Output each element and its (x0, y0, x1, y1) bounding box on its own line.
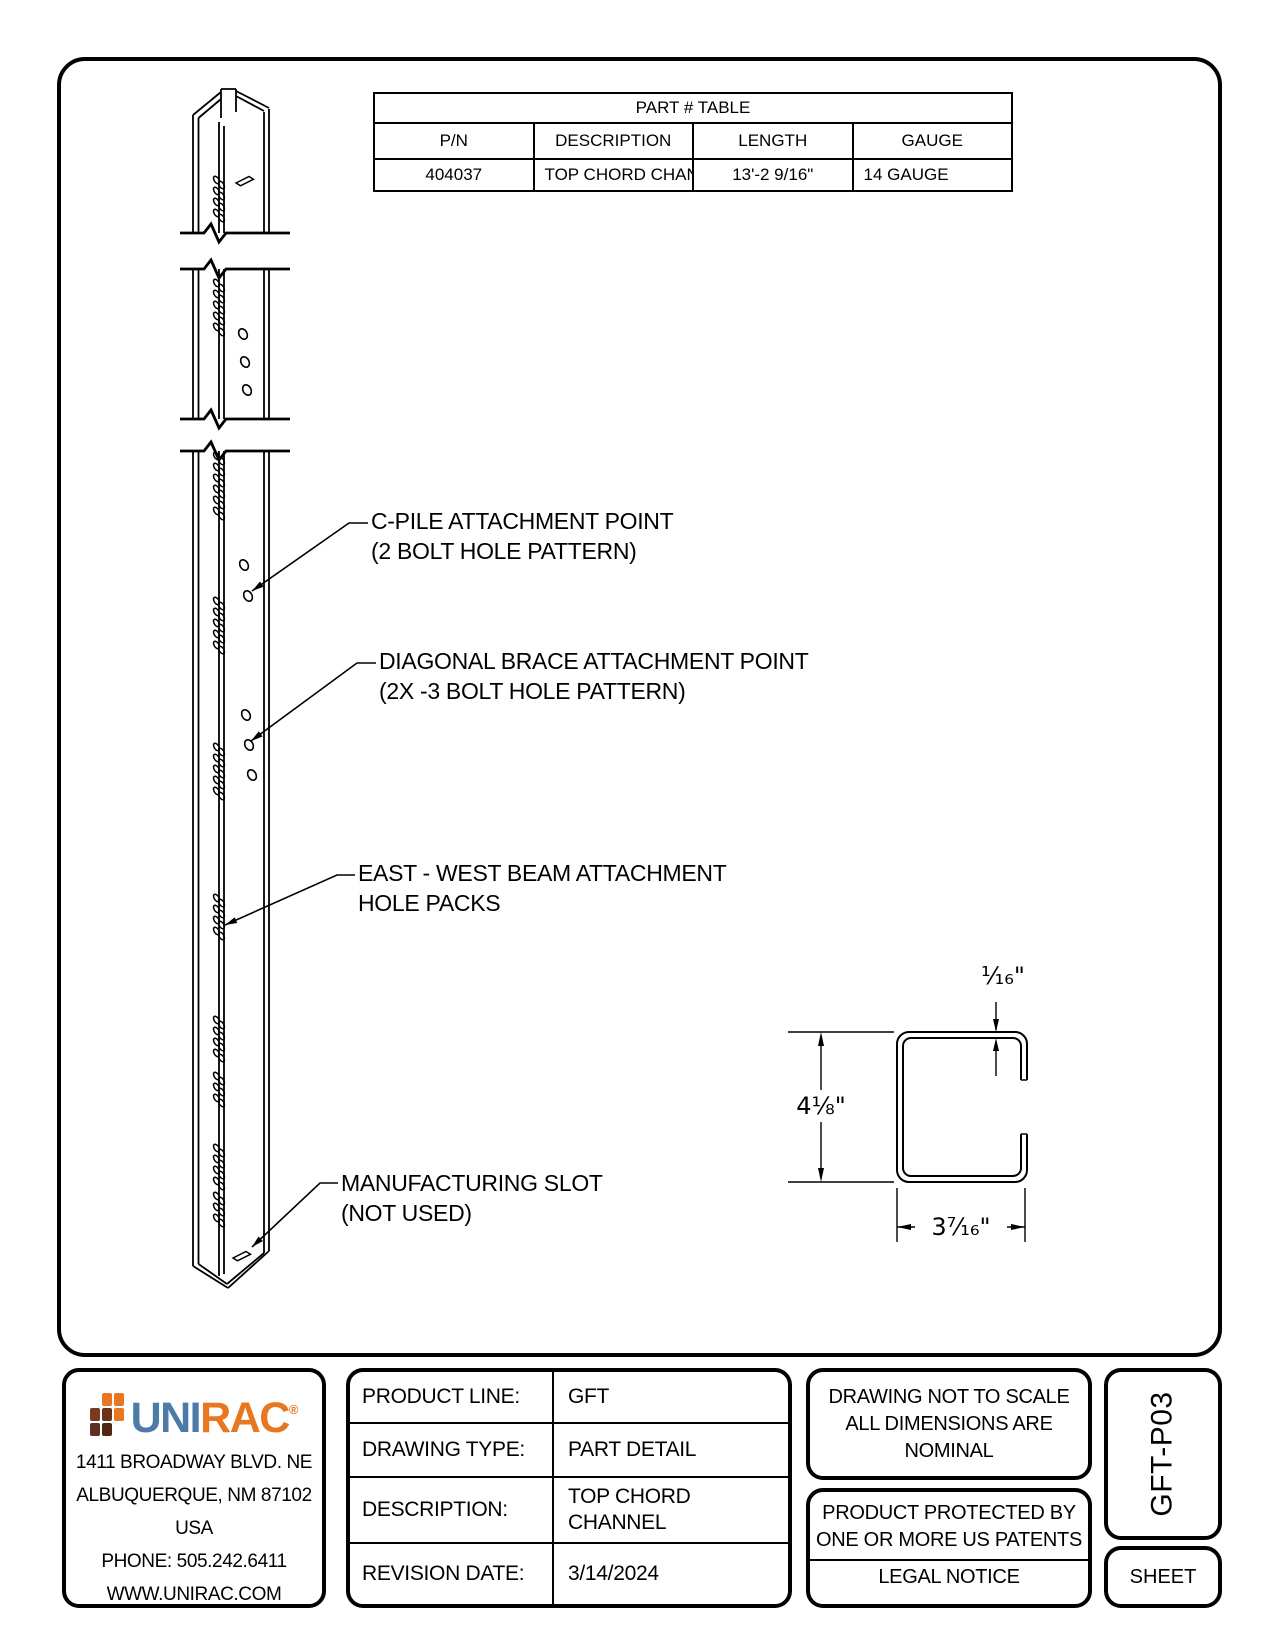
drawing-fields-box: PRODUCT LINE: GFT DRAWING TYPE: PART DET… (346, 1368, 792, 1608)
address-line2: ALBUQUERQUE, NM 87102 USA (76, 1485, 312, 1539)
description-label: DESCRIPTION: (350, 1478, 554, 1542)
company-info-box: UNIRAC® 1411 BROADWAY BLVD. NE ALBUQUERQ… (62, 1368, 326, 1608)
table-row: 404037 TOP CHORD CHANNEL 20/30 LF 13'-2 … (373, 158, 1013, 192)
channel-bottom-cap (192, 1250, 270, 1289)
manufacturing-slots (231, 175, 256, 1262)
company-website: WWW.UNIRAC.COM (106, 1584, 282, 1605)
col-header-gauge: GAUGE (851, 122, 1013, 160)
callout-east-west: EAST - WEST BEAM ATTACHMENT HOLE PACKS (358, 858, 727, 918)
dim-thickness: ¹⁄₁₆" (968, 962, 1038, 990)
diagonal-brace-leader (250, 662, 376, 742)
patent-note-box: PRODUCT PROTECTED BY ONE OR MORE US PATE… (806, 1488, 1092, 1608)
callout-east-west-line2: HOLE PACKS (358, 890, 501, 916)
scale-note-box: DRAWING NOT TO SCALE ALL DIMENSIONS ARE … (806, 1368, 1092, 1480)
callout-east-west-line1: EAST - WEST BEAM ATTACHMENT (358, 860, 727, 886)
callout-mfg-slot-line1: MANUFACTURING SLOT (341, 1170, 603, 1196)
col-header-pn: P/N (373, 122, 535, 160)
cell-description: TOP CHORD CHANNEL 20/30 LF (532, 158, 694, 192)
part-number-table: PART # TABLE P/N DESCRIPTION LENGTH GAUG… (373, 92, 1013, 192)
scale-note-line1: DRAWING NOT TO SCALE (828, 1385, 1070, 1408)
field-row-revision-date: REVISION DATE: 3/14/2024 (350, 1544, 788, 1604)
drawing-area-border (57, 57, 1222, 1357)
unirac-logo: UNIRAC® (89, 1387, 299, 1441)
callout-diagonal-brace: DIAGONAL BRACE ATTACHMENT POINT (2X -3 B… (379, 646, 809, 706)
drawing-type-label: DRAWING TYPE: (350, 1424, 554, 1476)
callout-mfg-slot: MANUFACTURING SLOT (NOT USED) (341, 1168, 603, 1228)
east-west-leader (224, 874, 355, 926)
part-table-title: PART # TABLE (373, 92, 1013, 124)
revision-date-value: 3/14/2024 (568, 1562, 659, 1585)
callout-c-pile-line1: C-PILE ATTACHMENT POINT (371, 508, 674, 534)
col-header-length: LENGTH (692, 122, 854, 160)
cell-gauge: 14 GAUGE (851, 158, 1013, 192)
callout-leaders (224, 522, 376, 1248)
channel-edges (192, 88, 270, 1289)
doc-number-box: GFT-P03 (1104, 1368, 1222, 1540)
cell-pn: 404037 (373, 158, 535, 192)
break-lines (180, 221, 290, 463)
patent-note-line1: PRODUCT PROTECTED BY (822, 1502, 1076, 1524)
scale-note-line2: ALL DIMENSIONS ARE (845, 1412, 1053, 1435)
product-line-label: PRODUCT LINE: (350, 1372, 554, 1422)
logo-uni: UNI (130, 1394, 202, 1442)
callout-diagonal-line1: DIAGONAL BRACE ATTACHMENT POINT (379, 648, 809, 674)
field-row-drawing-type: DRAWING TYPE: PART DETAIL (350, 1424, 788, 1478)
logo-rac: RAC (200, 1394, 290, 1442)
callout-c-pile: C-PILE ATTACHMENT POINT (2 BOLT HOLE PAT… (371, 506, 674, 566)
registered-mark: ® (288, 1402, 299, 1417)
channel-top-cap (192, 88, 270, 119)
mfg-slot-leader (251, 1182, 338, 1248)
drawing-type-value: PART DETAIL (568, 1438, 697, 1461)
callout-mfg-slot-line2: (NOT USED) (341, 1200, 472, 1226)
patent-note-line2: ONE OR MORE US PATENTS (815, 1529, 1083, 1551)
revision-date-label: REVISION DATE: (350, 1544, 554, 1604)
cross-section-profile (896, 1031, 1028, 1183)
dim-height: 4⅛" (779, 1092, 863, 1120)
logo-wordmark: UNIRAC® (131, 1387, 299, 1441)
c-pile-leader (251, 522, 368, 592)
address-line1: 1411 BROADWAY BLVD. NE (75, 1452, 313, 1473)
description-value: TOP CHORD CHANNEL (568, 1485, 691, 1534)
cell-length: 13'-2 9/16" (692, 158, 854, 192)
face-bolt-holes (236, 326, 259, 783)
company-phone: PHONE: 505.242.6411 (101, 1551, 287, 1572)
company-address: 1411 BROADWAY BLVD. NE ALBUQUERQUE, NM 8… (66, 1446, 322, 1605)
callout-c-pile-line2: (2 BOLT HOLE PATTERN) (371, 538, 637, 564)
sheet-label: SHEET (1129, 1565, 1197, 1588)
doc-number: GFT-P03 (1146, 1391, 1180, 1517)
unirac-grid-icon (89, 1392, 124, 1436)
field-row-product-line: PRODUCT LINE: GFT (350, 1372, 788, 1424)
sheet-label-box: SHEET (1104, 1546, 1222, 1608)
dimension-arrowheads (818, 1019, 1025, 1230)
legal-notice-link[interactable]: LEGAL NOTICE (878, 1566, 1020, 1588)
callout-diagonal-line2: (2X -3 BOLT HOLE PATTERN) (379, 678, 686, 704)
product-line-value: GFT (568, 1385, 610, 1408)
field-row-description: DESCRIPTION: TOP CHORD CHANNEL (350, 1478, 788, 1544)
leader-arrowheads (225, 581, 264, 1247)
col-header-description: DESCRIPTION (532, 122, 694, 160)
scale-note-line3: NOMINAL (904, 1439, 994, 1462)
patent-divider (810, 1559, 1088, 1561)
dim-width: 3⁷⁄₁₆" (915, 1213, 1007, 1241)
